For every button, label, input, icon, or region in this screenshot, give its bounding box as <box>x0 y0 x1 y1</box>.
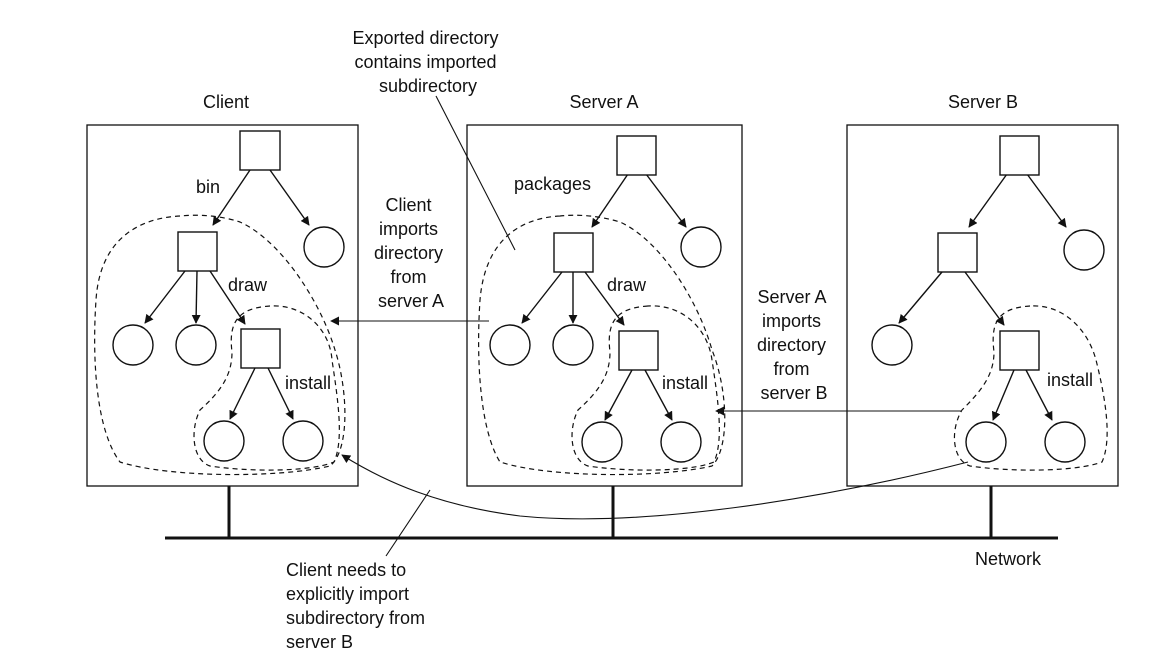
server-b-root-file <box>1063 229 1105 271</box>
server-a-tree: packages draw install <box>478 135 726 476</box>
server-a-draw-dir <box>618 330 659 371</box>
client-needs-callout-line <box>385 489 431 557</box>
server-a-root-dir <box>616 135 657 176</box>
exported-directory-note: Exported directory contains imported sub… <box>352 28 503 96</box>
client-install-label: install <box>285 373 331 393</box>
client-install-file-1 <box>203 420 245 462</box>
client-needs-note: Client needs to explicitly import subdir… <box>286 560 430 652</box>
server-b-root-dir <box>999 135 1040 176</box>
client-imports-note: Client imports directory from server A <box>374 195 448 311</box>
server-a-imports-note: Server A imports directory from server B <box>757 287 831 403</box>
server-a-outer-dashed-region <box>478 214 726 476</box>
server-a-packages-file-2 <box>552 324 594 366</box>
server-b-install-file-2 <box>1044 421 1086 463</box>
server-a-install-file-1 <box>581 421 623 463</box>
client-bin-file-2 <box>175 324 217 366</box>
server-b-dashed-region <box>953 305 1108 471</box>
client-install-file-2 <box>282 420 324 462</box>
server-b-draw-dir <box>999 330 1040 371</box>
client-draw-dir <box>240 328 281 369</box>
server-b-tree: install <box>871 135 1108 471</box>
server-b-sub-file <box>871 324 913 366</box>
server-b-install-file-1 <box>965 421 1007 463</box>
network-label: Network <box>975 549 1042 569</box>
client-inner-dashed-region <box>193 305 340 471</box>
exported-callout-line <box>435 95 516 251</box>
server-b-sub-dir <box>937 232 978 273</box>
server-a-packages-dir <box>553 232 594 273</box>
server-a-install-label: install <box>662 373 708 393</box>
server-a-inner-dashed-region <box>571 305 720 471</box>
client-root-file <box>303 226 345 268</box>
server-b-title: Server B <box>948 92 1018 112</box>
server-a-draw-label: draw <box>607 275 647 295</box>
client-bin-label: bin <box>196 177 220 197</box>
client-tree: bin draw install <box>94 130 346 476</box>
server-b-install-label: install <box>1047 370 1093 390</box>
server-a-title: Server A <box>569 92 638 112</box>
explicit-import-arrow <box>341 454 969 520</box>
client-bin-file-1 <box>112 324 154 366</box>
server-a-install-file-2 <box>660 421 702 463</box>
client-bin-dir <box>177 231 218 272</box>
server-a-packages-label: packages <box>514 174 591 194</box>
client-draw-label: draw <box>228 275 268 295</box>
client-root-dir <box>239 130 281 171</box>
server-a-root-file <box>680 226 722 268</box>
client-title: Client <box>203 92 249 112</box>
server-a-packages-file-1 <box>489 324 531 366</box>
